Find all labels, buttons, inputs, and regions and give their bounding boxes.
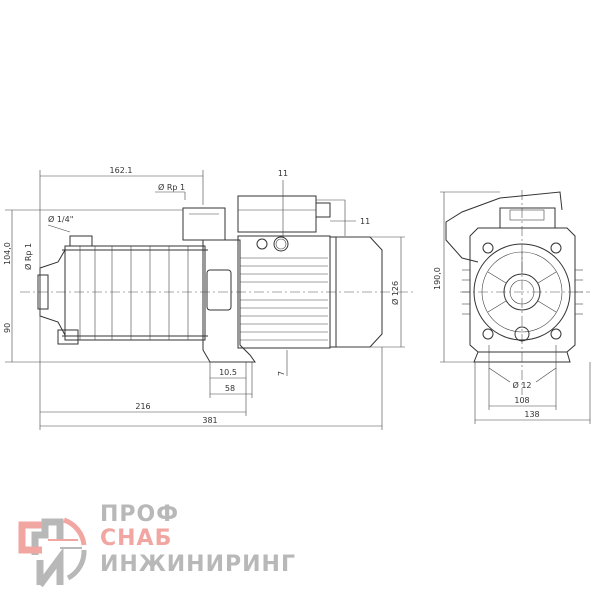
dim-11-side: 11 bbox=[360, 217, 370, 226]
discharge-label: Ø Rp 1 bbox=[158, 182, 185, 192]
logo-line-2: СНАБ bbox=[100, 526, 173, 551]
logo-line-1: ПРОФ bbox=[100, 502, 180, 527]
dim-hole-diameter: Ø 12 bbox=[512, 380, 531, 390]
dim-138: 138 bbox=[524, 410, 539, 419]
dim-126: Ø 126 bbox=[390, 281, 400, 305]
dim-11-top: 11 bbox=[278, 169, 288, 178]
dim-190: 190,0 bbox=[433, 267, 442, 290]
logo-icon bbox=[18, 517, 87, 588]
dim-108: 108 bbox=[514, 396, 529, 405]
dim-104: 104,0 bbox=[3, 242, 12, 265]
dim-381: 381 bbox=[202, 416, 217, 425]
suction-label: Ø Rp 1 bbox=[23, 243, 33, 270]
dim-7: 7 bbox=[277, 371, 286, 376]
dim-10-5: 10.5 bbox=[219, 368, 237, 377]
dim-216: 216 bbox=[135, 402, 150, 411]
dimensions: 162.1 Ø Rp 1 Ø 1/4" Ø Rp 1 104,0 90 11 1… bbox=[3, 166, 591, 430]
dim-90: 90 bbox=[3, 323, 12, 333]
front-view-pump bbox=[445, 191, 583, 363]
dim-58: 58 bbox=[225, 384, 235, 393]
logo-line-3: ИНЖИНИРИНГ bbox=[100, 552, 296, 577]
vent-label: Ø 1/4" bbox=[48, 214, 73, 224]
dim-162-1: 162.1 bbox=[110, 166, 133, 175]
